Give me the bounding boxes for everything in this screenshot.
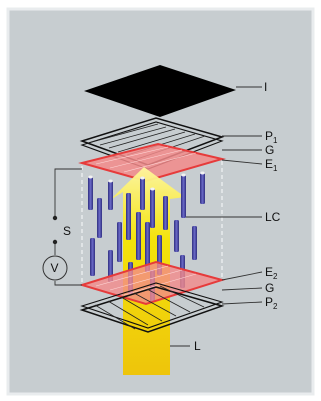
circuit-wiring	[54, 168, 82, 286]
voltmeter-symbol	[42, 255, 68, 281]
label-S: S	[63, 224, 71, 238]
lc-molecule	[163, 196, 168, 230]
polarizer-P1	[79, 117, 225, 170]
label-L: L	[194, 339, 201, 353]
leader-lines	[170, 135, 263, 347]
lc-molecule	[90, 238, 95, 276]
electrode-E1	[78, 142, 226, 183]
switch-contact-top	[52, 215, 58, 221]
lc-molecule	[174, 220, 179, 252]
lc-molecule	[88, 176, 93, 210]
label-LC: LC	[265, 210, 281, 224]
label-E1: E1	[265, 157, 278, 173]
label-I: I	[264, 80, 267, 94]
lc-molecule	[140, 177, 145, 210]
lc-molecules	[88, 172, 205, 302]
lc-molecule	[97, 198, 102, 238]
lc-molecule	[136, 212, 141, 260]
lc-molecule	[108, 250, 113, 282]
label-P2: P2	[265, 295, 278, 311]
label-P1: P1	[265, 129, 278, 145]
lc-molecule	[200, 172, 205, 204]
lc-molecule	[145, 222, 150, 272]
lc-molecule	[126, 193, 131, 240]
label-V: V	[51, 261, 59, 275]
polarizer-P2	[79, 282, 225, 333]
label-E2: E2	[265, 265, 278, 281]
lc-molecule	[181, 174, 186, 218]
electrode-E1-lines	[95, 146, 197, 173]
label-G-bottom: G	[265, 281, 274, 295]
lc-molecule	[150, 188, 155, 228]
label-G-top: G	[265, 143, 274, 157]
lc-molecule-tips	[88, 171, 205, 191]
switch-contact-bottom	[52, 239, 58, 245]
top-plate-I	[84, 65, 236, 117]
lc-molecule	[108, 180, 113, 210]
lc-molecule	[192, 226, 197, 260]
lc-molecule	[117, 222, 122, 262]
